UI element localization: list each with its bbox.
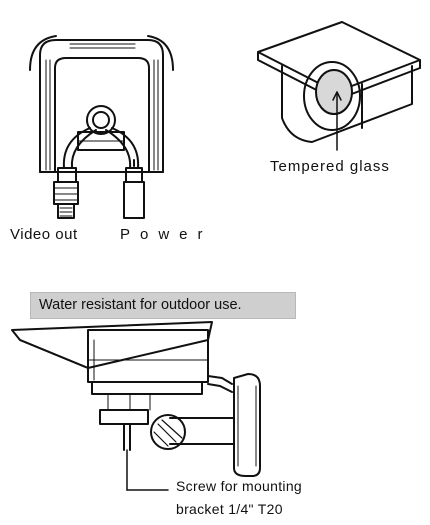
screw-label-line1: Screw for mounting bbox=[176, 478, 303, 494]
video-out-label: Video out bbox=[10, 226, 78, 243]
power-label: Power bbox=[120, 226, 213, 243]
mounted-side-view bbox=[11, 321, 261, 491]
tempered-glass-label: Tempered glass bbox=[270, 158, 390, 175]
water-resistant-banner: Water resistant for outdoor use. bbox=[30, 292, 296, 319]
screw-label-line2: bracket 1/4" T20 bbox=[176, 501, 283, 517]
water-resistant-label: Water resistant for outdoor use. bbox=[39, 297, 242, 313]
housing-front-view bbox=[257, 21, 421, 151]
housing-rear-view bbox=[29, 35, 174, 219]
